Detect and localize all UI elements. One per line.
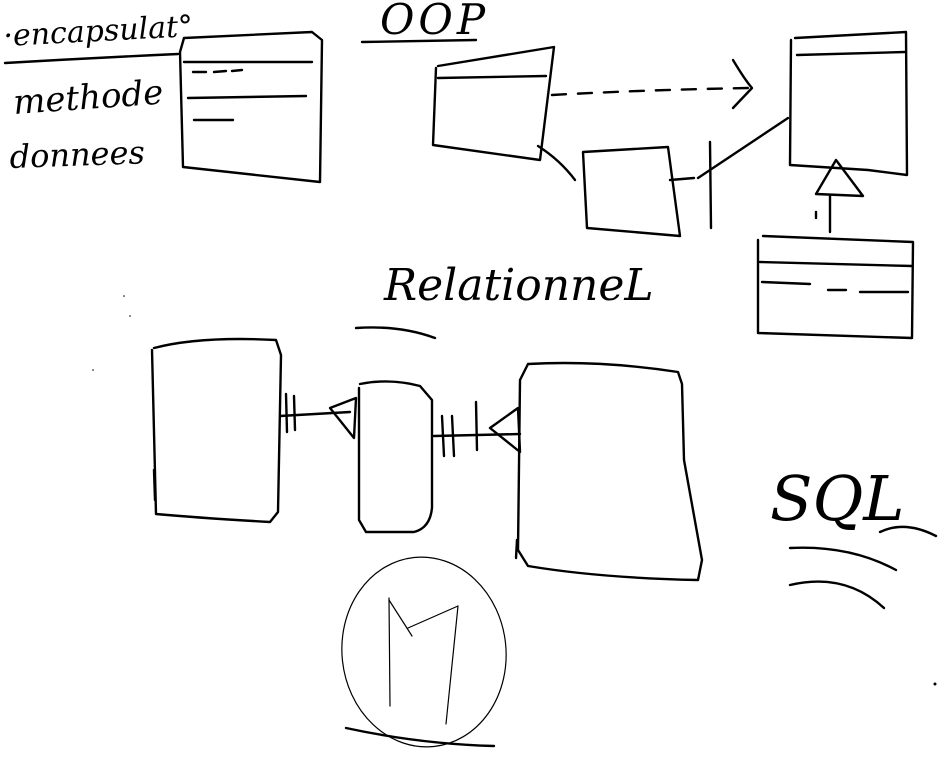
encapsulation-label: ·encapsulat° <box>3 9 194 54</box>
stray-dot <box>123 295 125 297</box>
class-box-b <box>788 30 909 177</box>
table-box-2 <box>514 361 704 582</box>
sql-section: SQL <box>770 462 938 610</box>
encapsulation-underline <box>3 52 180 65</box>
relational-title-underline <box>354 326 437 340</box>
sql-underline-1 <box>788 546 898 572</box>
class-box-a <box>431 45 556 162</box>
relation-line-1 <box>278 392 358 440</box>
oop-title-underline <box>360 38 478 44</box>
junction-table <box>357 380 434 534</box>
class-box-encapsulation <box>178 30 324 184</box>
relational-title: RelationneL <box>383 260 654 311</box>
inheritance-relation <box>814 158 865 234</box>
table-box-1 <box>150 337 283 524</box>
stray-dot <box>129 315 131 317</box>
stray-dot <box>92 369 94 371</box>
relation-line-2 <box>432 400 522 458</box>
oop-title: OOP <box>380 0 489 44</box>
dependency-arrow <box>550 58 754 110</box>
sql-tail <box>878 525 938 538</box>
m-logo <box>341 556 507 748</box>
stray-dot <box>933 682 937 686</box>
oop-section: OOP <box>360 0 915 340</box>
class-box-subclass <box>756 234 915 340</box>
sql-label: SQL <box>770 462 904 535</box>
relational-section: RelationneL <box>92 260 937 686</box>
data-label: donnees <box>9 133 146 176</box>
class-box-c <box>536 116 790 238</box>
m-logo-circle <box>341 556 507 748</box>
sql-underline-2 <box>788 580 886 610</box>
methods-label: methode <box>12 73 165 123</box>
encapsulation-section: ·encapsulat° methode donnees <box>3 9 324 184</box>
